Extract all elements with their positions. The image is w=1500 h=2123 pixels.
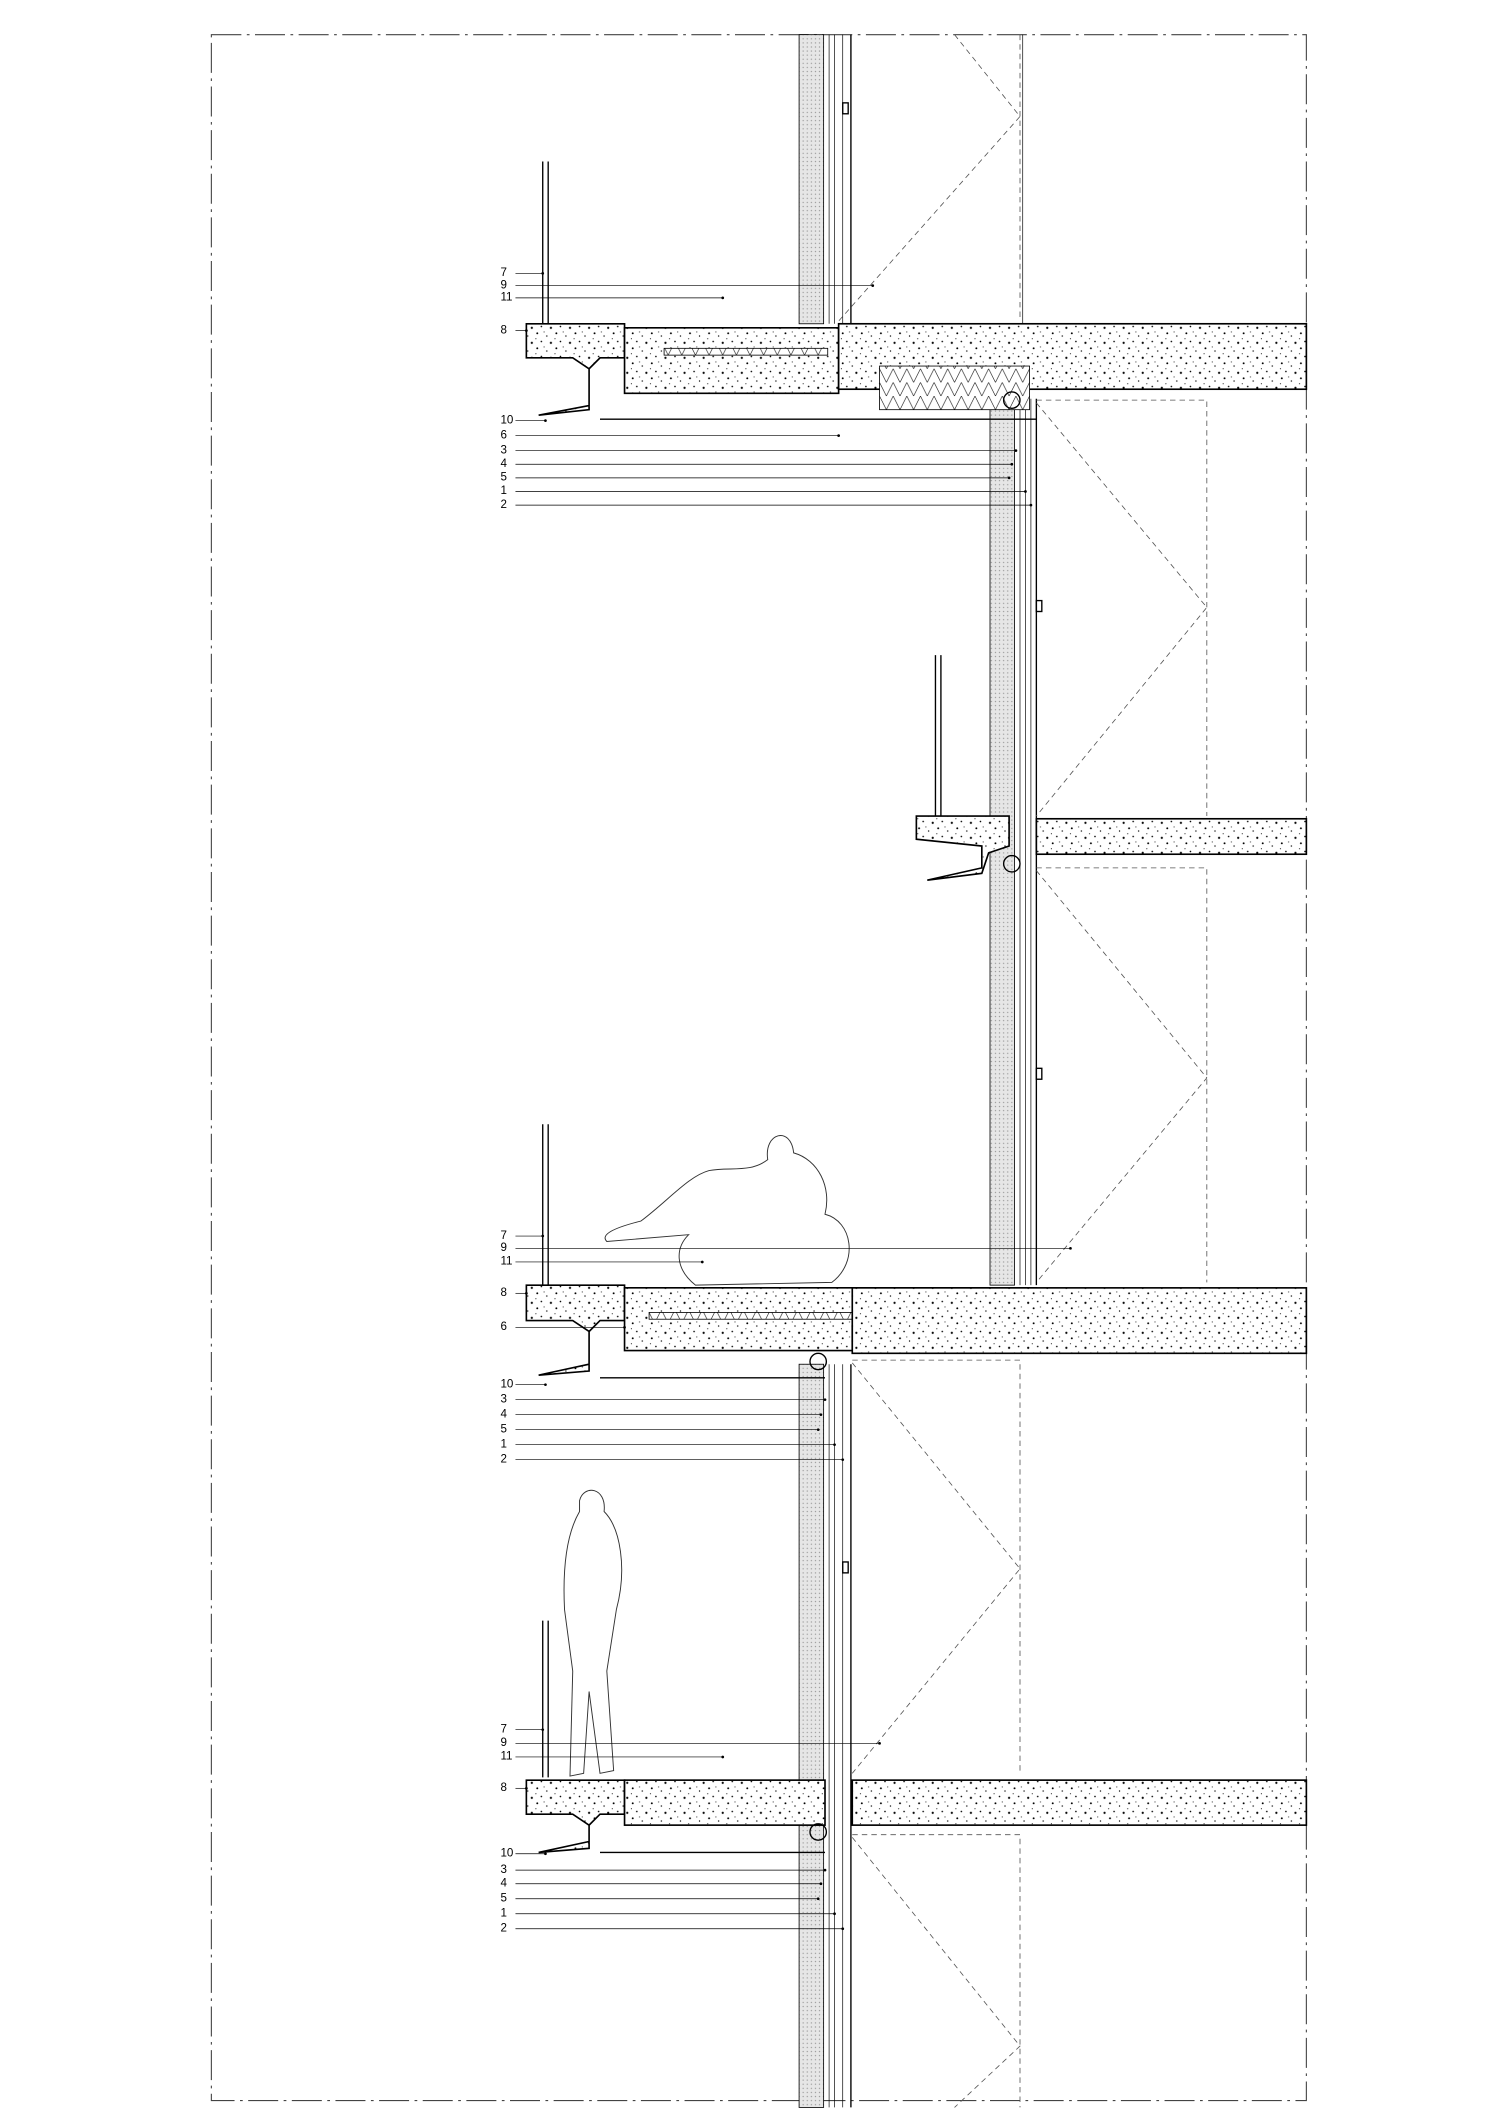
handle-icon xyxy=(842,1561,849,1574)
callout-leader-dot xyxy=(525,1786,528,1790)
callout-leader-dot xyxy=(1007,476,1011,480)
slab-middle xyxy=(915,655,1308,881)
callout-leader-dot xyxy=(1069,1246,1072,1250)
callout-label-9: 9 xyxy=(500,279,506,291)
callout-label-4: 4 xyxy=(500,1408,507,1420)
callout-label-7: 7 xyxy=(500,267,506,279)
callout-label-10: 10 xyxy=(500,1378,513,1390)
callout-leader-dot xyxy=(816,1897,820,1901)
callout-leader-dot xyxy=(1024,490,1027,493)
callout-leader-dot xyxy=(525,329,528,332)
callout-label-2: 2 xyxy=(500,1923,506,1935)
callout-label-8: 8 xyxy=(500,324,506,336)
callout-leader-dot xyxy=(837,434,840,437)
callout-label-1: 1 xyxy=(500,1908,506,1920)
callout-label-5: 5 xyxy=(500,1893,506,1905)
callout-leader-dot xyxy=(544,419,547,422)
callout-label-3: 3 xyxy=(500,1864,506,1876)
callout-leader-dot xyxy=(878,1741,881,1745)
callout-leader-dot xyxy=(623,1326,626,1329)
callout-leader-dot xyxy=(841,1458,845,1462)
callout-label-8: 8 xyxy=(500,1287,506,1299)
callout-leader-dot xyxy=(823,1398,827,1402)
callout-label-2: 2 xyxy=(500,1453,506,1465)
callout-label-11: 11 xyxy=(500,1256,512,1268)
callout-leader-dot xyxy=(819,1413,823,1417)
callout-label-7: 7 xyxy=(500,1723,506,1735)
callout-leader-dot xyxy=(833,1443,836,1447)
callout-leader-dot xyxy=(816,1428,820,1432)
callout-leader-dot xyxy=(721,296,725,300)
callout-label-8: 8 xyxy=(500,1782,506,1794)
callout-leader-dot xyxy=(1029,503,1033,507)
callout-label-1: 1 xyxy=(500,1438,506,1450)
callout-label-9: 9 xyxy=(500,1737,506,1749)
callout-leader-dot xyxy=(841,1927,845,1931)
handle-icon xyxy=(1035,1067,1043,1080)
callout-leader-dot xyxy=(871,284,875,287)
callout-leader-dot xyxy=(544,1383,547,1387)
glazing-upper xyxy=(798,34,852,325)
callout-label-1: 1 xyxy=(500,485,506,497)
callout-label-4: 4 xyxy=(500,458,507,470)
callout-leader-dot xyxy=(833,1912,836,1916)
callout-leader-dot xyxy=(1010,462,1014,466)
callout-label-11: 11 xyxy=(500,1751,512,1763)
callout-label-3: 3 xyxy=(500,1393,506,1405)
callout-label-10: 10 xyxy=(500,414,513,426)
callout-label-5: 5 xyxy=(500,472,506,484)
callout-leader-dot xyxy=(1014,449,1018,452)
callout-leader-dot xyxy=(823,1868,827,1872)
callout-leader-dot xyxy=(541,271,545,275)
callout-label-5: 5 xyxy=(500,1423,506,1435)
slab-level-3 xyxy=(525,1124,1308,1379)
callout-label-9: 9 xyxy=(500,1242,506,1254)
slab-level-4 xyxy=(525,1620,1308,1854)
callout-leader-dot xyxy=(700,1260,704,1264)
seated-person-figure xyxy=(604,1135,850,1286)
callout-label-10: 10 xyxy=(500,1848,513,1860)
handle-icon xyxy=(842,102,849,115)
callout-leader-dot xyxy=(721,1755,725,1759)
callout-leader-dot xyxy=(544,1852,547,1856)
handle-icon xyxy=(1035,599,1043,613)
callout-leader-dot xyxy=(541,1234,545,1238)
callout-label-6: 6 xyxy=(500,429,506,441)
callout-leader-dot xyxy=(819,1882,823,1886)
callout-label-4: 4 xyxy=(500,1878,507,1890)
standing-person-figure xyxy=(563,1489,623,1777)
callout-label-6: 6 xyxy=(500,1321,506,1333)
callout-leader-dot xyxy=(525,1291,528,1295)
callout-label-7: 7 xyxy=(500,1230,506,1242)
callout-label-11: 11 xyxy=(500,292,512,304)
callout-label-3: 3 xyxy=(500,444,506,456)
callout-leader-dot xyxy=(541,1728,545,1732)
slab-upper xyxy=(525,161,1308,420)
callout-label-2: 2 xyxy=(500,499,506,511)
glazing-lower xyxy=(798,1363,852,2108)
sheet-border xyxy=(210,34,1307,2102)
